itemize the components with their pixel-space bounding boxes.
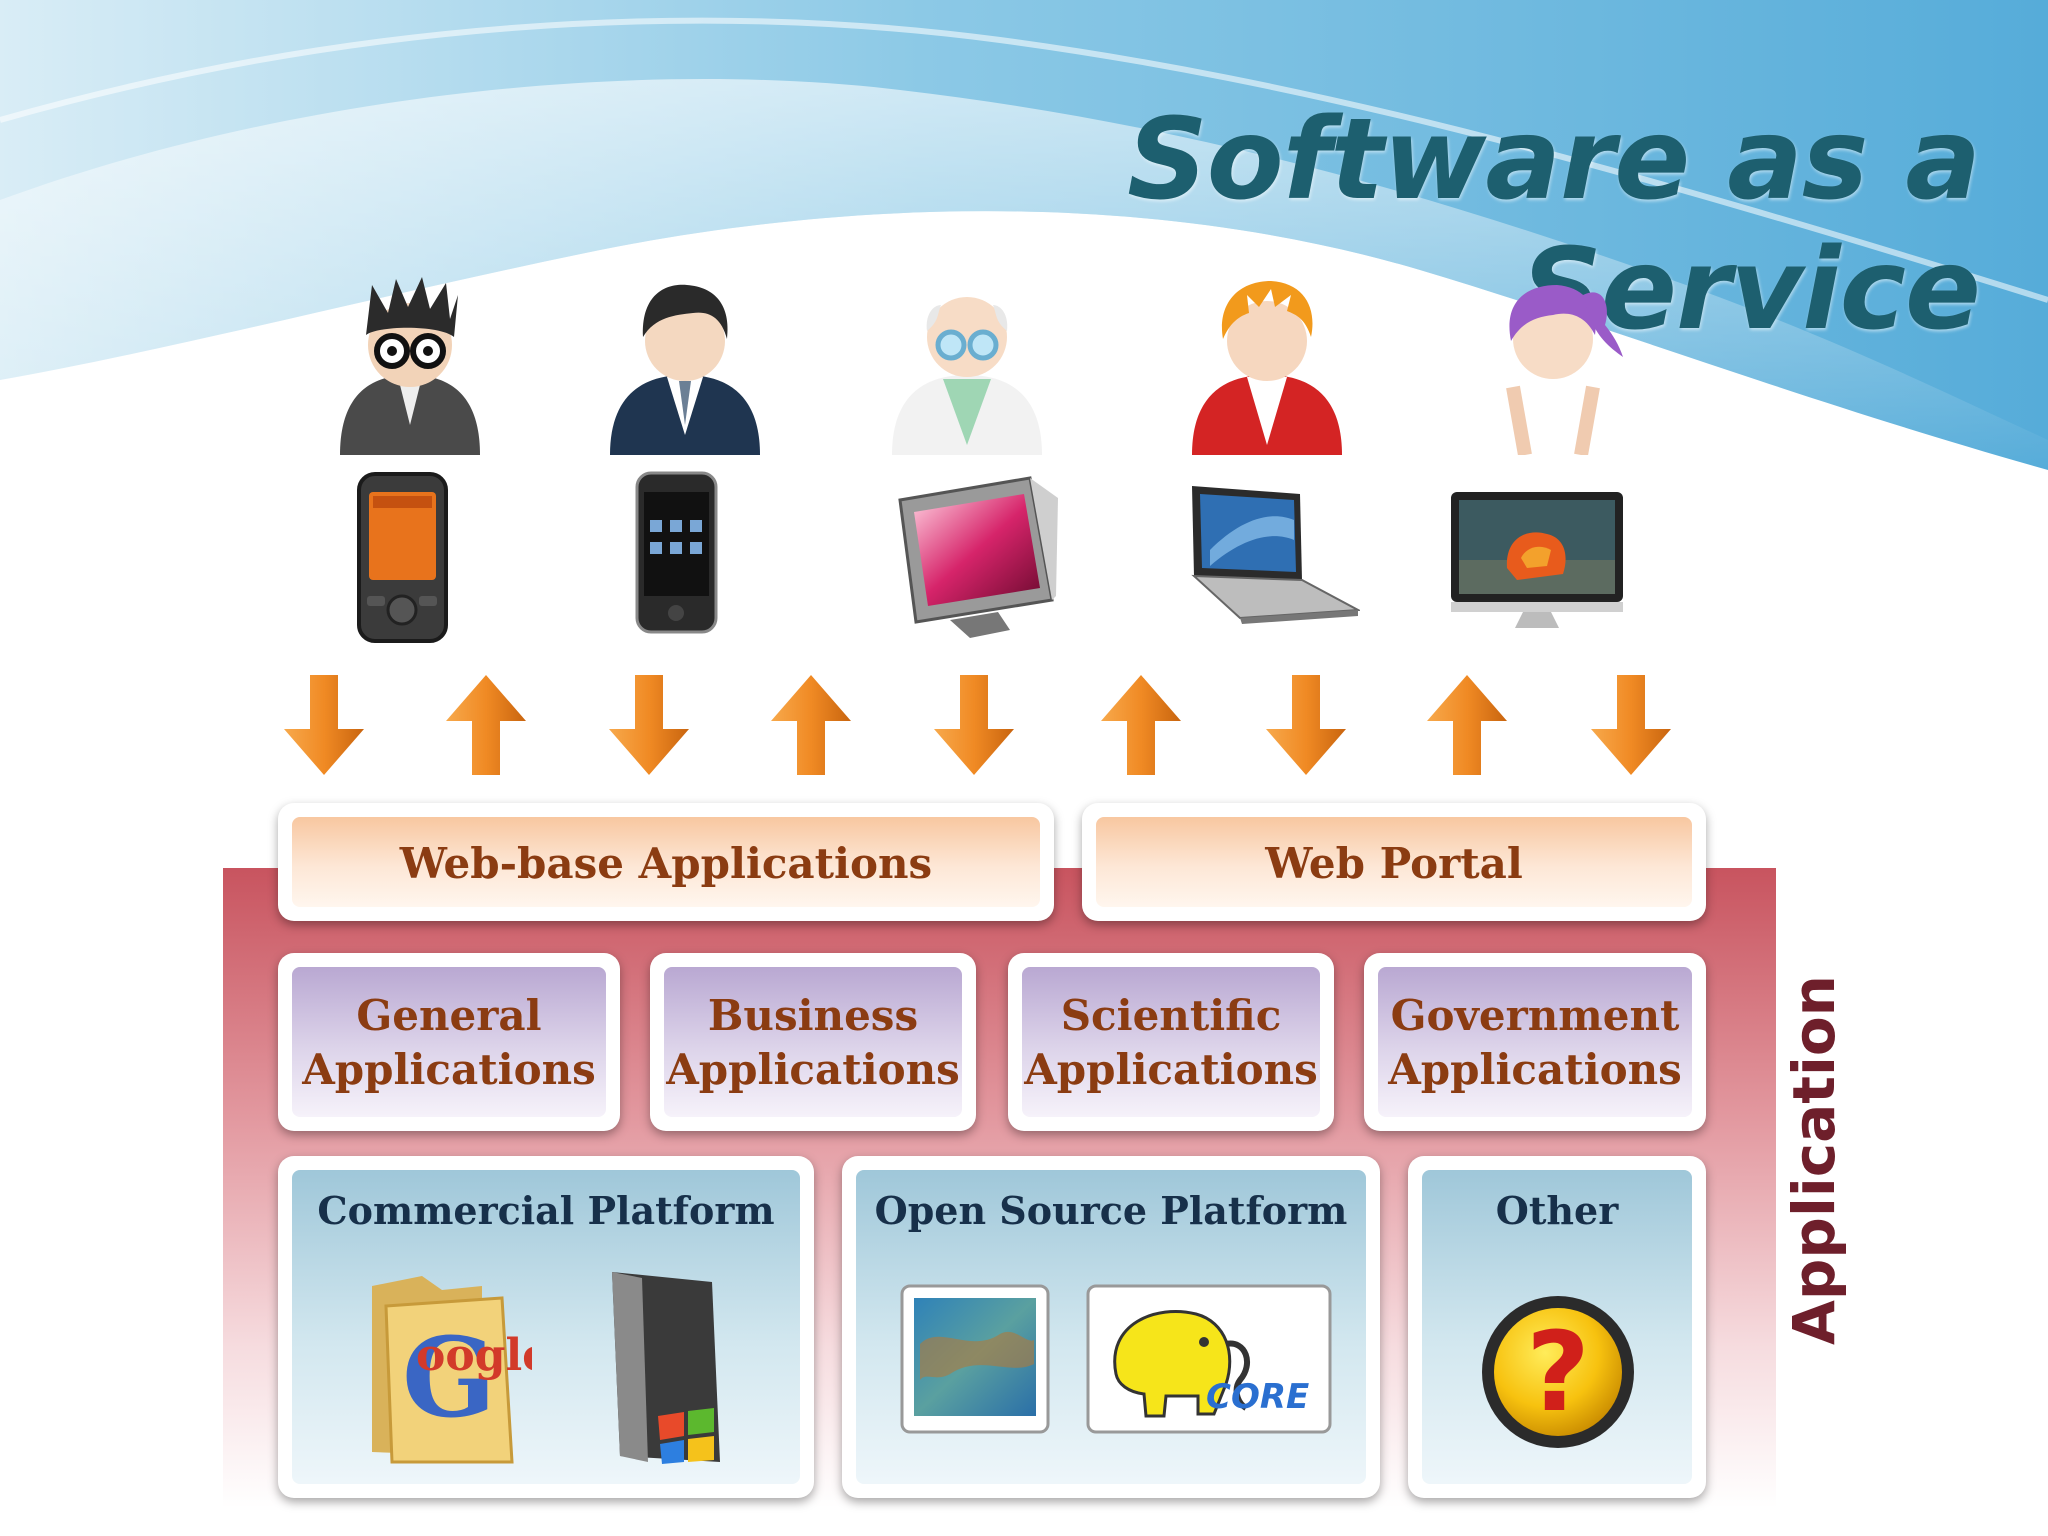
application-layer-label: Application	[1778, 975, 1850, 1345]
arrow-up-1	[444, 673, 528, 777]
arrow-down-2	[607, 673, 691, 777]
business-applications-line1: Business	[707, 991, 919, 1040]
google-folder-icon: G oogle	[362, 1266, 532, 1466]
linux-desktop-icon	[900, 1284, 1050, 1434]
crt-monitor-icon	[880, 470, 1060, 645]
arrow-up-4	[1425, 673, 1509, 777]
svg-text:G: G	[402, 1313, 496, 1442]
user-woman-icon	[1473, 275, 1633, 455]
arrow-down-1	[282, 673, 366, 777]
government-applications-box: Government Applications	[1364, 953, 1706, 1131]
business-applications-line2: Applications	[666, 1045, 960, 1094]
government-applications-line1: Government	[1390, 991, 1680, 1040]
arrow-down-4	[1264, 673, 1348, 777]
pda-phone-icon	[355, 470, 450, 645]
lcd-monitor-icon	[1447, 488, 1627, 633]
user-goggles-icon	[330, 275, 490, 455]
svg-text:?: ?	[1526, 1308, 1590, 1436]
other-platform-box: Other ?	[1408, 1156, 1706, 1498]
arrow-down-5	[1589, 673, 1673, 777]
arrow-up-2	[769, 673, 853, 777]
open-source-platform-title: Open Source Platform	[874, 1188, 1348, 1233]
web-portal-label: Web Portal	[1265, 839, 1523, 888]
user-scientist-icon	[887, 275, 1047, 455]
general-applications-line2: Applications	[302, 1045, 596, 1094]
svg-text:CORE: CORE	[1206, 1377, 1309, 1417]
web-based-applications-box: Web-base Applications	[278, 803, 1054, 921]
windows-folder-icon	[602, 1266, 742, 1466]
user-businessman-icon	[605, 275, 765, 455]
scientific-applications-line1: Scientific	[1060, 991, 1282, 1040]
web-portal-box: Web Portal	[1082, 803, 1706, 921]
scientific-applications-line2: Applications	[1024, 1045, 1318, 1094]
government-applications-line2: Applications	[1388, 1045, 1682, 1094]
commercial-platform-title: Commercial Platform	[317, 1188, 775, 1233]
general-applications-line1: General	[356, 991, 542, 1040]
other-platform-title: Other	[1495, 1188, 1619, 1233]
application-layer-text: Application	[1780, 975, 1848, 1345]
arrow-down-3	[932, 673, 1016, 777]
laptop-icon	[1180, 480, 1360, 630]
scientific-applications-box: Scientific Applications	[1008, 953, 1334, 1131]
svg-text:oogle: oogle	[416, 1330, 532, 1381]
question-mark-icon: ?	[1480, 1294, 1636, 1450]
business-applications-box: Business Applications	[650, 953, 976, 1131]
slide-title: Software as a Service	[1127, 95, 1981, 355]
general-applications-box: General Applications	[278, 953, 620, 1131]
user-redhead-icon	[1187, 275, 1347, 455]
hadoop-core-icon: CORE	[1086, 1284, 1332, 1434]
arrow-up-3	[1099, 673, 1183, 777]
web-based-applications-label: Web-base Applications	[399, 839, 933, 888]
background-swoosh	[0, 0, 2048, 471]
smartphone-icon	[634, 470, 719, 635]
open-source-platform-box: Open Source Platform	[842, 1156, 1380, 1498]
commercial-platform-box: Commercial Platform G oogle	[278, 1156, 814, 1498]
